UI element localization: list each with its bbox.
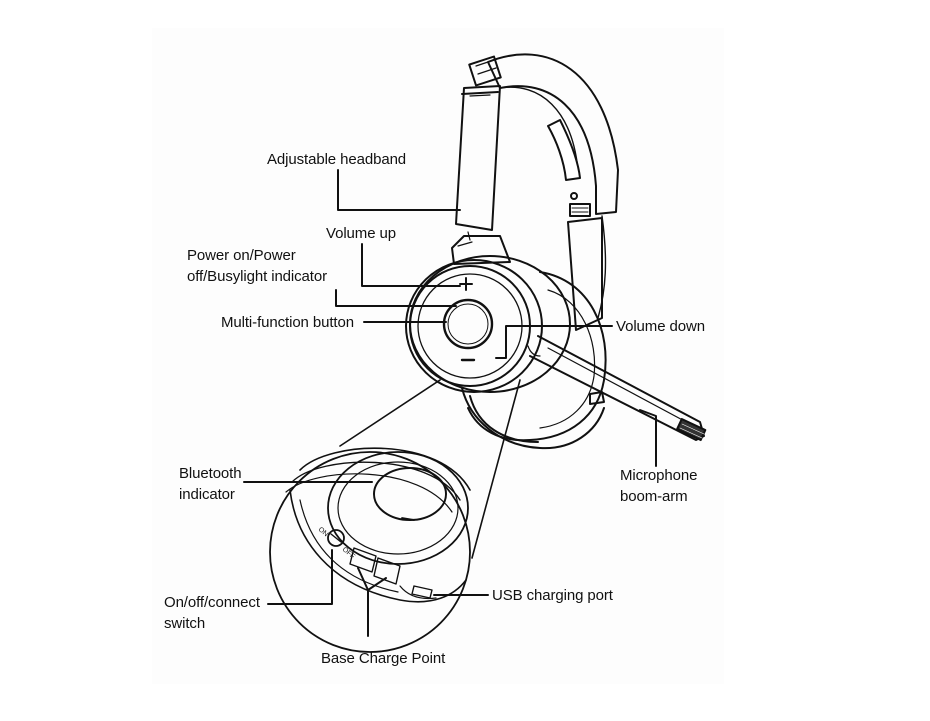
illustration-background: [152, 28, 724, 684]
label-power-line2: off/Busylight indicator: [187, 268, 328, 285]
headband: [455, 53, 619, 331]
label-microphone-line2: boom-arm: [620, 488, 688, 505]
label-usb-charging-port: USB charging port: [492, 587, 613, 604]
charge-contact-1: [349, 547, 377, 573]
plus-icon[interactable]: [459, 277, 473, 291]
label-base-charge-point: Base Charge Point: [321, 650, 446, 667]
label-multi-function-button: Multi-function button: [221, 314, 354, 331]
label-adjustable-headband: Adjustable headband: [267, 151, 407, 168]
bluetooth-indicator-icon: [401, 517, 415, 521]
microphone-boom: [527, 335, 707, 442]
leader-lines: [243, 169, 657, 637]
label-microphone-line1: Microphone: [620, 467, 698, 484]
label-volume-down: Volume down: [616, 318, 705, 335]
label-volume-up: Volume up: [326, 225, 396, 242]
detail-zoom-circle: [269, 447, 471, 653]
label-onoff-line2: switch: [164, 615, 206, 632]
left-ear-cup-body: [405, 231, 605, 450]
label-bluetooth-line2: indicator: [179, 486, 235, 503]
label-power-line1: Power on/Power: [187, 247, 296, 264]
label-onoff-line1: On/off/connect: [164, 594, 260, 611]
onoff-switch-knob[interactable]: [327, 529, 345, 547]
label-bluetooth-line1: Bluetooth: [179, 465, 242, 482]
charge-contact-2: [373, 557, 401, 585]
